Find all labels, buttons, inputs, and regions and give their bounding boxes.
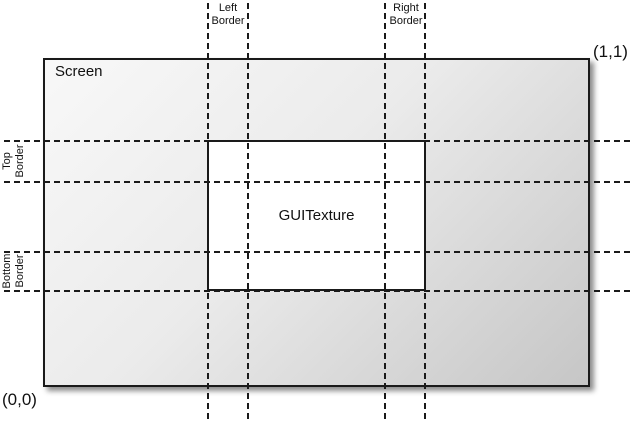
right-border-line-left bbox=[384, 3, 386, 422]
right-border-label: Right Border bbox=[389, 2, 423, 27]
bottom-border-label: Bottom Border bbox=[1, 253, 26, 289]
guitexture-rect: GUITexture bbox=[207, 140, 426, 291]
coord-1-1-label: (1,1) bbox=[593, 42, 628, 61]
right-border-line-right bbox=[424, 3, 426, 422]
top-border-line-lower bbox=[4, 181, 632, 183]
top-border-label: Top Border bbox=[1, 144, 26, 178]
left-border-line-right bbox=[247, 3, 249, 422]
left-border-line-left bbox=[207, 3, 209, 422]
bottom-border-line-lower bbox=[4, 290, 632, 292]
left-border-label: Left Border bbox=[211, 2, 245, 27]
screen-label: Screen bbox=[55, 63, 103, 80]
bottom-border-line-upper bbox=[4, 251, 632, 253]
top-border-line-upper bbox=[4, 140, 632, 142]
guitexture-label: GUITexture bbox=[278, 207, 355, 224]
coord-0-0-label: (0,0) bbox=[2, 390, 37, 409]
